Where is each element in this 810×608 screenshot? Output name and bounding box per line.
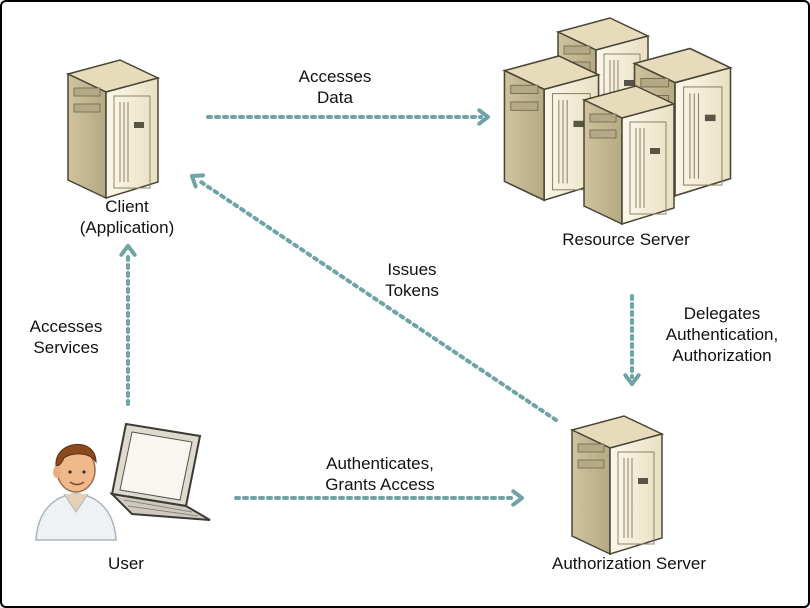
laptop-icon xyxy=(109,422,211,521)
authorization-server-label: Authorization Server xyxy=(551,554,707,573)
issues-tokens-arrow xyxy=(190,173,558,422)
arrows-layer xyxy=(119,108,641,507)
authenticates-label: Authenticates, Grants Access xyxy=(325,454,435,494)
user-avatar-icon xyxy=(35,444,117,541)
delegates-label: Delegates Authentication, Authorization xyxy=(665,304,779,365)
accesses-data-arrow xyxy=(206,108,490,126)
issues-tokens-label: Issues Tokens xyxy=(385,260,439,300)
delegates-arrowhead xyxy=(623,373,641,386)
accesses-services-label: Accesses Services xyxy=(29,317,103,357)
authenticates-arrow xyxy=(234,489,524,507)
resource-server-label: Resource Server xyxy=(562,230,690,249)
issues-tokens-arrowhead xyxy=(190,173,205,189)
user-label: User xyxy=(108,554,144,573)
authenticates-arrowhead xyxy=(511,489,524,507)
accesses-data-label: Accesses Data xyxy=(298,67,372,107)
accesses-services-arrow xyxy=(119,244,137,406)
delegates-arrow xyxy=(623,294,641,386)
accesses-data-arrowhead xyxy=(477,108,490,126)
accesses-services-arrowhead xyxy=(119,244,137,257)
client-label: Client (Application) xyxy=(79,197,175,237)
